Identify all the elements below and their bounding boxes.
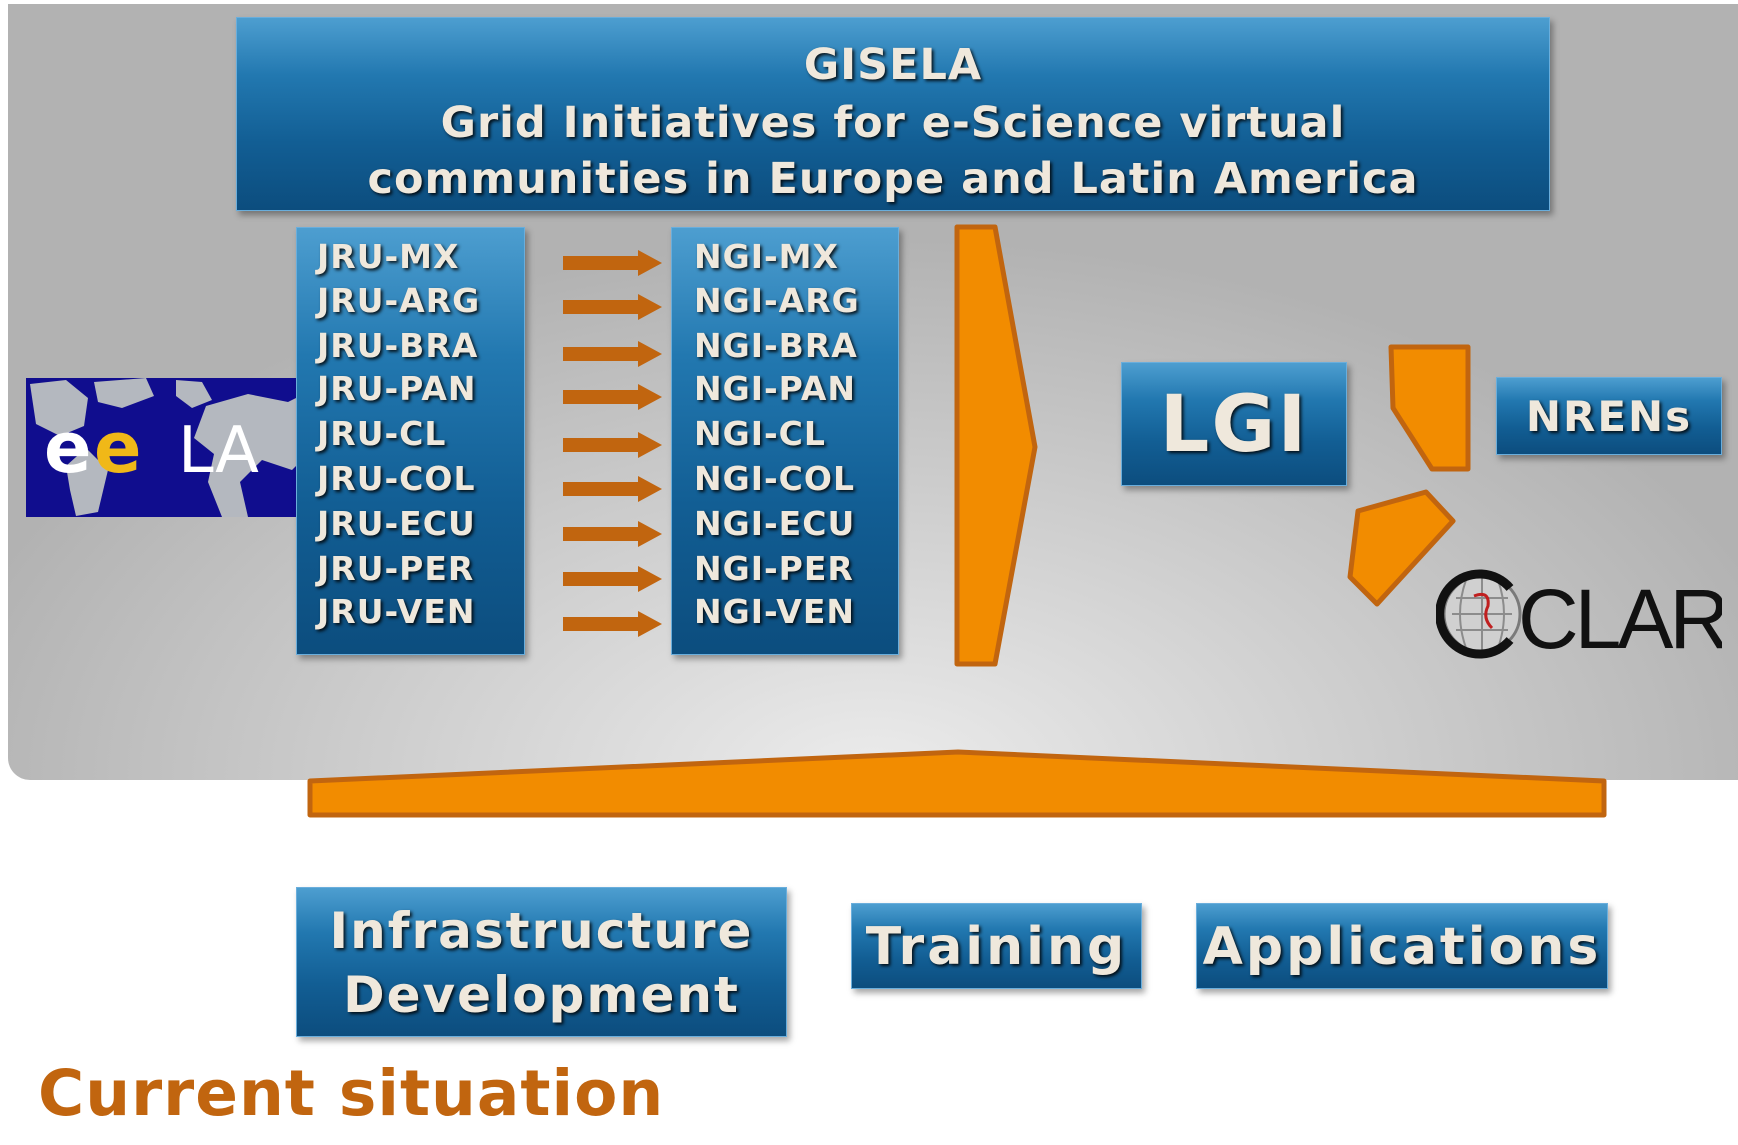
jru-to-ngi-arrow <box>563 294 662 320</box>
nrens-to-lgi-arrow <box>1388 344 1471 472</box>
svg-text:e: e <box>44 407 91 489</box>
jru-to-ngi-arrow <box>563 341 662 367</box>
ngi-item: NGI-PER <box>694 549 854 588</box>
eela-logo: e e LA <box>26 378 314 517</box>
clara-text: CLARA <box>1518 572 1722 660</box>
jru-to-ngi-arrow <box>563 476 662 502</box>
jru-item: JRU-MX <box>317 237 460 276</box>
jru-to-ngi-arrow <box>563 611 662 637</box>
ngi-item: NGI-VEN <box>694 592 855 631</box>
title-line-2: Grid Initiatives for e-Science virtual <box>440 98 1346 148</box>
clara-logo: CLARA <box>1435 568 1738 666</box>
jru-to-ngi-arrow <box>563 250 662 276</box>
jru-item: JRU-BRA <box>317 326 479 365</box>
jru-to-ngi-arrows <box>563 250 662 637</box>
jru-item: JRU-PAN <box>317 369 477 408</box>
bottom-wide-bar <box>307 749 1607 818</box>
ngi-item: NGI-COL <box>694 459 855 498</box>
ngi-item: NGI-PAN <box>694 369 856 408</box>
applications-box: Applications <box>1196 903 1608 989</box>
infrastructure-line-2: Development <box>343 966 740 1024</box>
infrastructure-line-1: Infrastructure <box>329 902 754 960</box>
clara-to-lgi-arrow <box>1347 489 1456 607</box>
title-line-3: communities in Europe and Latin America <box>367 154 1419 204</box>
jru-to-ngi-arrow <box>563 432 662 458</box>
jru-item: JRU-PER <box>317 549 475 588</box>
svg-text:e: e <box>94 407 141 489</box>
training-box: Training <box>851 903 1142 989</box>
jru-item: JRU-VEN <box>317 592 476 631</box>
jru-to-ngi-arrow <box>563 521 662 547</box>
svg-text:LA: LA <box>178 414 259 488</box>
jru-to-ngi-arrow <box>563 384 662 410</box>
ngi-item: NGI-ARG <box>694 281 860 320</box>
nrens-box: NRENs <box>1496 377 1722 455</box>
jru-to-ngi-arrow <box>563 566 662 592</box>
ngi-column: NGI-MX NGI-ARG NGI-BRA NGI-PAN NGI-CL NG… <box>671 227 899 655</box>
jru-item: JRU-ARG <box>317 281 481 320</box>
lgi-box: LGI <box>1121 362 1347 486</box>
jru-item: JRU-COL <box>317 459 476 498</box>
ngi-item: NGI-BRA <box>694 326 858 365</box>
infrastructure-development-box: Infrastructure Development <box>296 887 787 1037</box>
caption: Current situation <box>38 1057 665 1130</box>
jru-item: JRU-ECU <box>317 504 476 543</box>
ngi-item: NGI-MX <box>694 237 839 276</box>
title-box: GISELA Grid Initiatives for e-Science vi… <box>236 17 1550 211</box>
ngi-item: NGI-ECU <box>694 504 856 543</box>
big-chevron-arrow <box>954 224 1038 667</box>
jru-item: JRU-CL <box>317 414 447 453</box>
jru-column: JRU-MX JRU-ARG JRU-BRA JRU-PAN JRU-CL JR… <box>296 227 525 655</box>
ngi-item: NGI-CL <box>694 414 826 453</box>
title-line-1: GISELA <box>803 40 983 90</box>
